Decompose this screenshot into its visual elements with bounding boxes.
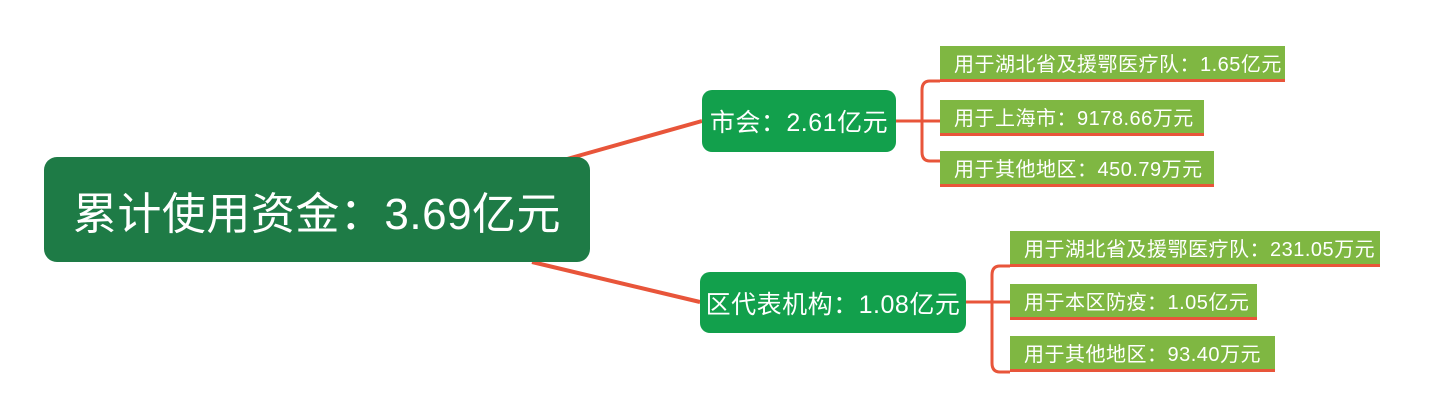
branch-node-label: 市会：2.61亿元 [709, 109, 889, 137]
leaf-node-hubei-medical-team-1[interactable]: 用于湖北省及援鄂医疗队：1.65亿元 [940, 46, 1285, 82]
leaf-node-other-regions-1[interactable]: 用于其他地区：450.79万元 [940, 151, 1214, 187]
branch-node-label: 区代表机构：1.08亿元 [705, 290, 961, 319]
leaf-node-local-district-epidemic[interactable]: 用于本区防疫：1.05亿元 [1010, 284, 1257, 320]
leaf-node-hubei-medical-team-2[interactable]: 用于湖北省及援鄂医疗队：231.05万元 [1010, 231, 1380, 267]
branch-node-city-council[interactable]: 市会：2.61亿元 [702, 90, 896, 152]
connector-root-to-branch-1 [559, 119, 703, 163]
leaf-node-label: 用于其他地区：93.40万元 [1024, 344, 1262, 366]
connector-branch-1-bracket [920, 79, 940, 163]
leaf-node-label: 用于本区防疫：1.05亿元 [1024, 292, 1250, 314]
leaf-node-label: 用于湖北省及援鄂医疗队：231.05万元 [1024, 239, 1376, 261]
connector-root-to-branch-2 [531, 260, 701, 304]
leaf-node-label: 用于其他地区：450.79万元 [954, 159, 1203, 181]
leaf-node-label: 用于湖北省及援鄂医疗队：1.65亿元 [954, 54, 1282, 76]
leaf-node-other-regions-2[interactable]: 用于其他地区：93.40万元 [1010, 336, 1275, 372]
root-node[interactable]: 累计使用资金：3.69亿元 [44, 157, 590, 262]
leaf-node-label: 用于上海市：9178.66万元 [954, 108, 1194, 130]
connector-branch-2-bracket [990, 264, 1010, 374]
leaf-node-shanghai[interactable]: 用于上海市：9178.66万元 [940, 100, 1204, 136]
branch-node-district-agency[interactable]: 区代表机构：1.08亿元 [700, 272, 966, 333]
root-node-label: 累计使用资金：3.69亿元 [72, 189, 562, 239]
